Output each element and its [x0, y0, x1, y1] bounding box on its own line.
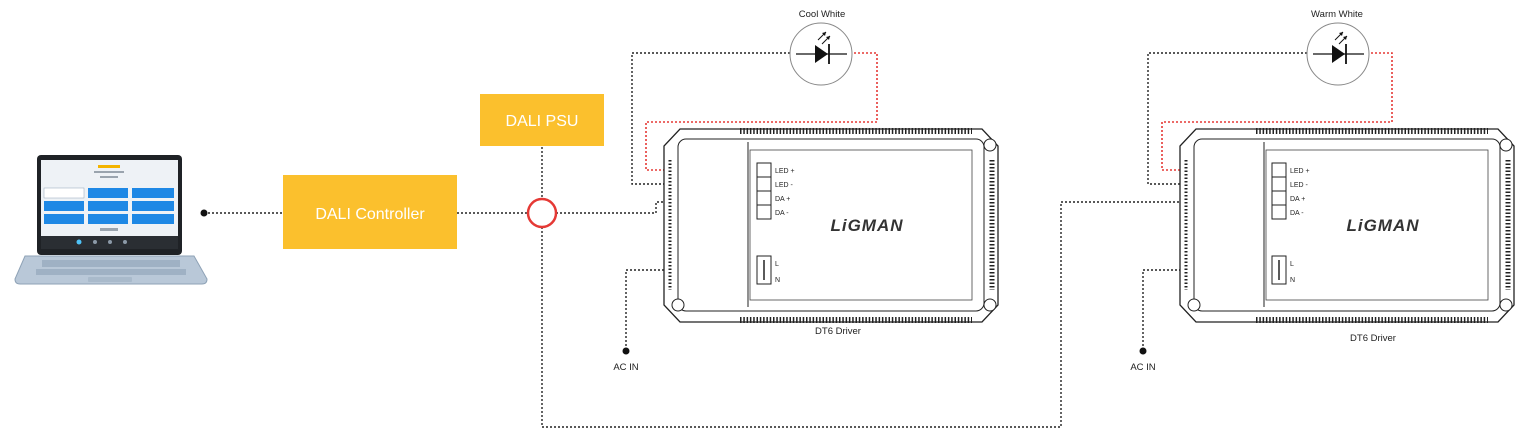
dali-psu-box: DALI PSU	[480, 94, 604, 146]
bus-junction	[526, 197, 558, 229]
terminal-label: LED -	[1290, 182, 1309, 189]
led-label-1: Cool White	[799, 9, 845, 20]
connector-dot-laptop	[200, 209, 208, 217]
power-terminal-label: N	[775, 277, 780, 284]
driver-label-1: DT6 Driver	[815, 326, 861, 337]
brand-logo: LiGMAN	[830, 216, 903, 235]
terminal-label: DA -	[1290, 210, 1304, 217]
brand-logo: LiGMAN	[1346, 216, 1419, 235]
wire-led-pos-2	[1161, 52, 1393, 171]
wire-ac-1	[625, 269, 757, 350]
terminal-label: LED +	[1290, 168, 1310, 175]
connector-dot-ac-1	[622, 347, 630, 355]
ac-in-label-1: AC IN	[613, 362, 638, 373]
power-terminal-label: L	[1290, 261, 1294, 268]
power-terminal-label: L	[775, 261, 779, 268]
power-terminal-label: N	[1290, 277, 1295, 284]
wire-led-neg-1	[631, 52, 808, 185]
connector-dot-ac-2	[1139, 347, 1147, 355]
driver-label-2: DT6 Driver	[1350, 333, 1396, 344]
led-label-2: Warm White	[1311, 9, 1363, 20]
dali-psu-label: DALI PSU	[506, 113, 579, 130]
dali-controller-box: DALI Controller	[283, 175, 457, 249]
wire-dali-bus-2	[541, 201, 1272, 428]
terminal-label: LED +	[775, 168, 795, 175]
terminal-label: DA +	[1290, 196, 1305, 203]
terminal-label: DA -	[775, 210, 789, 217]
dt6-driver-1: Cool White LED + LED - DA + DA	[613, 9, 999, 373]
led-diode-icon	[789, 22, 853, 86]
terminal-label: LED -	[775, 182, 794, 189]
dt6-driver-2: Warm White LED + LED - DA + DA -	[1130, 9, 1515, 373]
laptop-icon	[14, 155, 208, 285]
led-diode-icon	[1306, 22, 1370, 86]
terminal-label: DA +	[775, 196, 790, 203]
dali-controller-label: DALI Controller	[315, 206, 425, 223]
ac-in-label-2: AC IN	[1130, 362, 1155, 373]
